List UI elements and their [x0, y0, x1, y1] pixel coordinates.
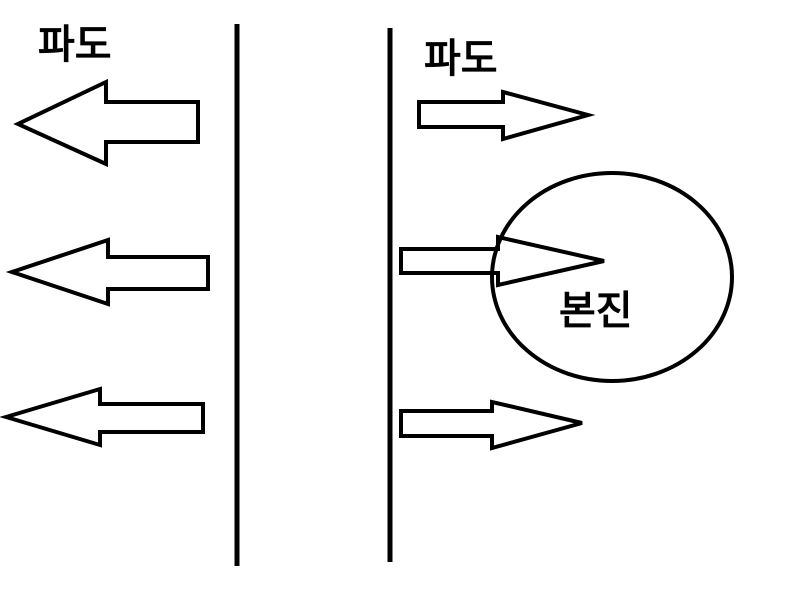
arrow-left-bottom [0, 386, 205, 448]
arrow-left-middle [5, 237, 210, 307]
epicenter-label: 본진 [559, 288, 633, 334]
arrow-right-bottom [399, 399, 583, 451]
epicenter-circle [490, 171, 734, 383]
arrow-left-top [13, 78, 200, 168]
arrow-right-top [417, 89, 596, 142]
wave-label-left: 파도 [38, 22, 112, 68]
wave-label-right: 파도 [424, 36, 498, 82]
arrow-right-middle [399, 234, 605, 288]
